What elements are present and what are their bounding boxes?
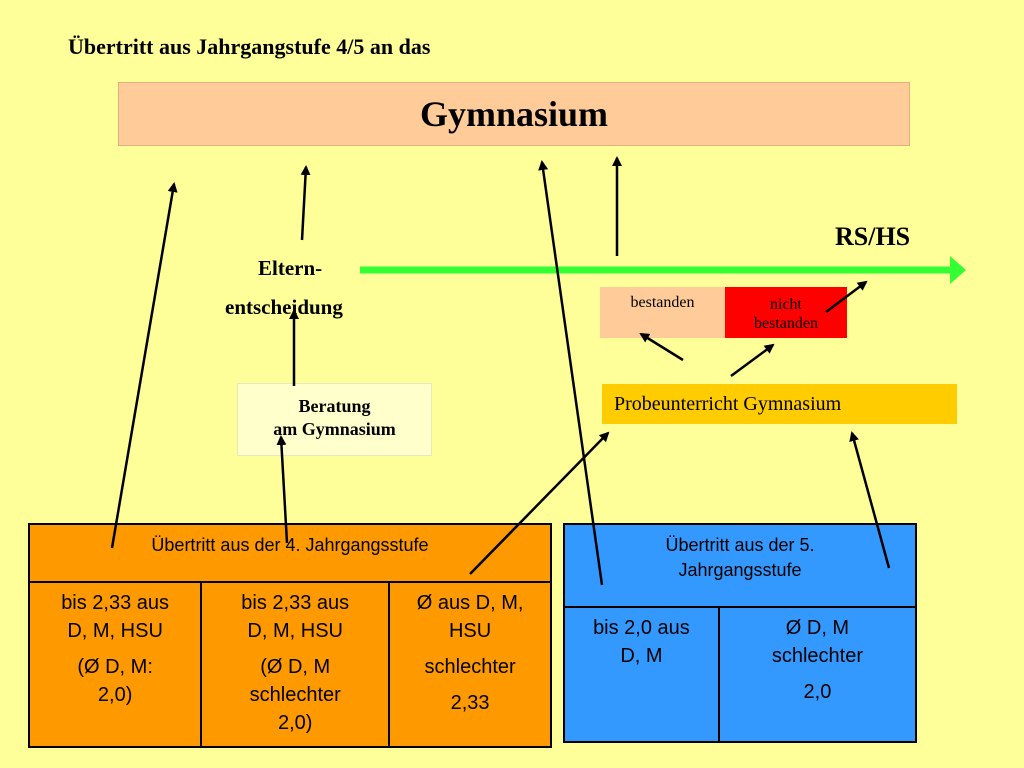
cell-line: D, M, HSU bbox=[67, 620, 163, 642]
arrow-grade5-to-gymnasium bbox=[538, 160, 604, 586]
cell-line: D, M bbox=[620, 645, 663, 667]
bestanden-box: bestanden bbox=[600, 287, 725, 338]
cell-line: schlechter bbox=[249, 684, 341, 706]
arrow-grade4-to-gymnasium bbox=[110, 182, 178, 549]
arrow-grade5-to-probe bbox=[849, 431, 891, 569]
eltern-label-line2: entscheidung bbox=[225, 295, 343, 319]
nicht-bestanden-line2: bestanden bbox=[754, 315, 818, 332]
table5-cell-2: Ø D, M schlechter 2,0 bbox=[717, 606, 918, 743]
arrow-grade4-to-probe bbox=[469, 431, 610, 575]
cell-line: 2,33 bbox=[450, 692, 490, 714]
rshs-label: RS/HS bbox=[835, 222, 911, 251]
table4-cell-2: bis 2,33 aus D, M, HSU (Ø D, M schlechte… bbox=[200, 581, 391, 748]
cell-line: Ø aus D, M, bbox=[416, 592, 524, 614]
beratung-box: Beratung am Gymnasium bbox=[237, 383, 432, 456]
page-title: Übertritt aus Jahrgangstufe 4/5 an das bbox=[68, 34, 431, 59]
beratung-line1: Beratung bbox=[298, 396, 371, 416]
table-row: bis 2,0 aus D, M Ø D, M schlechter 2,0 bbox=[563, 606, 918, 743]
table4-cell-3: Ø aus D, M, HSU schlechter 2,33 bbox=[388, 581, 552, 748]
bestanden-label: bestanden bbox=[630, 294, 695, 311]
cell-line: Übertritt aus der 5. bbox=[665, 535, 815, 555]
cell-line: schlechter bbox=[771, 645, 864, 667]
cell-line: 2,0 bbox=[803, 681, 832, 703]
cell-line: 2,0) bbox=[97, 684, 133, 706]
table-grade5: Übertritt aus der 5. Jahrgangsstufe bis … bbox=[563, 523, 918, 743]
probeunterricht-box: Probeunterricht Gymnasium bbox=[602, 384, 957, 424]
eltern-label-line1: Eltern- bbox=[258, 256, 323, 280]
arrow-probe-to-bestanden bbox=[639, 332, 684, 362]
nicht-bestanden-line1: nicht bbox=[770, 296, 802, 313]
cell-line: Ø D, M bbox=[785, 617, 850, 639]
cell-line: Jahrgangsstufe bbox=[678, 560, 802, 580]
cell-line: D, M, HSU bbox=[247, 620, 343, 642]
gymnasium-label: Gymnasium bbox=[419, 94, 609, 134]
beratung-line2: am Gymnasium bbox=[273, 419, 396, 439]
cell-line: HSU bbox=[448, 620, 492, 642]
table-row: bis 2,33 aus D, M, HSU (Ø D, M: 2,0) bis… bbox=[27, 581, 552, 748]
probeunterricht-label: Probeunterricht Gymnasium bbox=[614, 393, 842, 415]
table4-cell-1: bis 2,33 aus D, M, HSU (Ø D, M: 2,0) bbox=[27, 581, 203, 748]
cell-line: 2,0) bbox=[277, 712, 313, 734]
table5-header: Übertritt aus der 5. Jahrgangsstufe bbox=[563, 523, 917, 608]
arrow-grade4-to-beratung bbox=[276, 435, 289, 544]
arrow-probe-to-nicht-bestanden bbox=[730, 343, 775, 378]
cell-line: bis 2,33 aus bbox=[61, 592, 170, 614]
cell-line: schlechter bbox=[424, 656, 516, 678]
cell-line: bis 2,0 aus bbox=[593, 617, 690, 639]
table-row: Übertritt aus der 5. Jahrgangsstufe bbox=[563, 523, 917, 608]
gymnasium-box: Gymnasium bbox=[118, 82, 910, 146]
cell-line: (Ø D, M: bbox=[77, 656, 153, 678]
cell-line: (Ø D, M bbox=[260, 656, 331, 678]
table-grade4: Übertritt aus der 4. Jahrgangsstufe bis … bbox=[27, 523, 552, 748]
cell-line: bis 2,33 aus bbox=[241, 592, 350, 614]
arrow-eltern-to-gymnasium bbox=[300, 165, 311, 241]
rshs-arrowhead bbox=[950, 256, 966, 284]
table5-cell-1: bis 2,0 aus D, M bbox=[563, 606, 720, 743]
arrow-nicht-bestanden-to-rshs bbox=[825, 280, 868, 313]
